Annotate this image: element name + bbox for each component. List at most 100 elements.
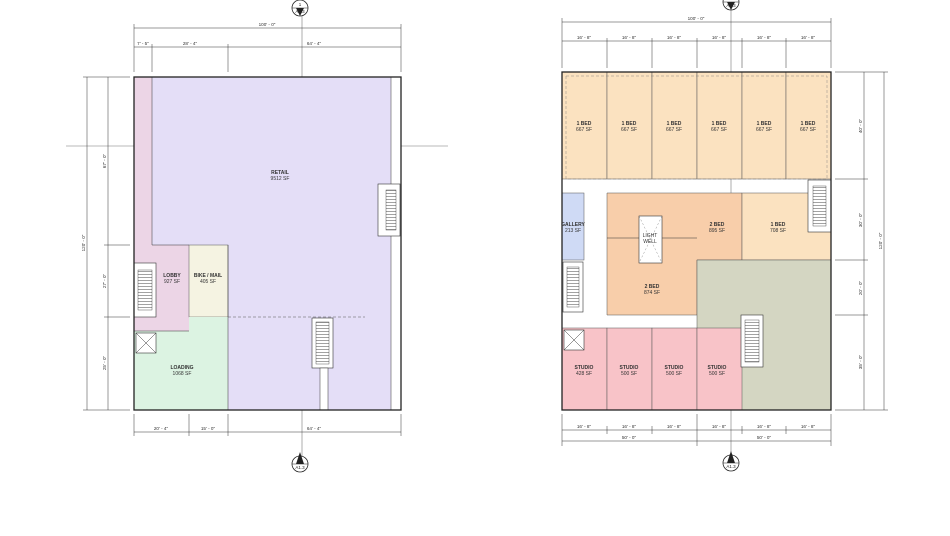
unit-2bed-a-area: 895 SF: [709, 228, 725, 234]
gallery-area: 213 SF: [565, 228, 581, 234]
unit-studio-4: [696, 327, 743, 411]
studio-1-area: 428 SF: [576, 371, 592, 377]
unit-2bed-b-label: 2 BED: [645, 284, 660, 290]
unit-studio-3: [651, 327, 698, 411]
dim-overall-left: 120' - 0": [81, 234, 86, 251]
dim-left-3: 25' - 0": [102, 356, 107, 371]
upper-floor-exterior-wall: [561, 71, 832, 411]
unit-1bed-3-area: 667 SF: [666, 127, 682, 133]
light-well-label-1: LIGHT: [643, 233, 658, 239]
dim-right-1: 40' - 0": [858, 119, 863, 134]
bike-mail-label: BIKE / MAIL: [194, 273, 222, 279]
dim-top-5: 16' - 8": [757, 35, 772, 40]
dim-bottom-3: 64' - 4": [307, 426, 322, 431]
dims-top: 100' - 0" 16' - 8" 16' - 8" 16' - 8" 16'…: [561, 16, 832, 68]
lobby-area: 927 SF: [164, 279, 180, 285]
dims-bottom: 20' - 4" 15' - 0" 64' - 4": [133, 414, 402, 436]
unit-1bed-5-label: 1 BED: [757, 121, 772, 127]
dim-overall-top: 100' - 0": [688, 16, 705, 21]
dim-top-2: 16' - 8": [622, 35, 637, 40]
ground-floor-plan: RETAIL 9512 SF LOBBY 927 SF BIKE / MAIL …: [66, 0, 448, 473]
elevator-x: [563, 329, 585, 351]
section-sheet: A1.3: [726, 464, 736, 469]
studio-3-label: STUDIO: [665, 365, 684, 371]
unit-1bed-1-label: 1 BED: [577, 121, 592, 127]
dim-bottom-4: 16' - 8": [712, 424, 727, 429]
dim-top-6: 16' - 8": [801, 35, 816, 40]
dim-top-3: 64' - 4": [307, 41, 322, 46]
unit-1bed-3-label: 1 BED: [667, 121, 682, 127]
dim-bottom-2: 16' - 8": [622, 424, 637, 429]
gallery-label: GALLERY: [561, 222, 585, 228]
section-marker-top: A1.3 1: [722, 0, 740, 11]
east-strip: [390, 76, 402, 411]
dim-left-1: 67' - 0": [102, 154, 107, 169]
dim-left-2: 27' - 0": [102, 274, 107, 289]
light-well-label-2: WELL: [643, 239, 657, 245]
dim-bottom-half-1: 50' - 0": [622, 435, 637, 440]
section-sheet: A1.3: [295, 9, 305, 14]
section-number: 1: [730, 457, 733, 462]
unit-1bed-4: [696, 71, 743, 180]
ground-floor-exterior-wall: [133, 76, 402, 411]
dim-bottom-1: 16' - 8": [577, 424, 592, 429]
dim-right-3: 20' - 0": [858, 281, 863, 296]
unit-2bed-a-label: 2 BED: [710, 222, 725, 228]
dim-bottom-half-2: 50' - 0": [757, 435, 772, 440]
section-number: 1: [730, 0, 733, 1]
studio-4-label: STUDIO: [708, 365, 727, 371]
loading-area: 1068 SF: [173, 371, 192, 377]
section-sheet: A1.3: [295, 465, 305, 470]
unit-1bed-4-area: 667 SF: [711, 127, 727, 133]
dims-right: 40' - 0" 30' - 0" 20' - 0" 35' - 0" 120'…: [835, 71, 888, 411]
studio-3-area: 500 SF: [666, 371, 682, 377]
dim-right-2: 30' - 0": [858, 213, 863, 228]
dim-bottom-1: 20' - 4": [154, 426, 169, 431]
unit-1bed-6-area: 667 SF: [800, 127, 816, 133]
light-well-x: [638, 215, 663, 264]
unit-1bed-1: [561, 71, 608, 180]
bike-mail-area: 405 SF: [200, 279, 216, 285]
dim-top-2: 28' - 4": [183, 41, 198, 46]
stair-treads: [812, 185, 827, 227]
unit-1bed-6-label: 1 BED: [801, 121, 816, 127]
unit-1bed-b-label: 1 BED: [771, 222, 786, 228]
stair-treads: [385, 189, 397, 231]
retail-label: RETAIL: [271, 170, 289, 176]
dim-bottom-6: 16' - 8": [801, 424, 816, 429]
unit-1bed-2-area: 667 SF: [621, 127, 637, 133]
stair-treads: [315, 321, 330, 365]
studio-2-area: 500 SF: [621, 371, 637, 377]
dim-bottom-3: 16' - 8": [667, 424, 682, 429]
unit-studio-2: [606, 327, 653, 411]
room-loading: [134, 317, 228, 410]
dim-top-4: 16' - 8": [712, 35, 727, 40]
dim-top-1: 7' - 5": [137, 41, 149, 46]
dim-bottom-2: 15' - 0": [201, 426, 216, 431]
retail-area: 9512 SF: [271, 176, 290, 182]
lobby-label: LOBBY: [163, 273, 181, 279]
dims-bottom: 16' - 8" 16' - 8" 16' - 8" 16' - 8" 16' …: [561, 414, 832, 446]
unit-1bed-5: [741, 71, 787, 180]
upper-floor-plan: 1 BED 667 SF 1 BED 667 SF 1 BED 667 SF 1…: [561, 0, 888, 472]
section-number: 1: [299, 458, 302, 463]
light-well-x: [638, 215, 663, 264]
balcony-line: [565, 75, 828, 180]
dims-top: 100' - 0" 7' - 5" 28' - 4" 64' - 4": [133, 22, 402, 72]
unit-1bed-6: [785, 71, 832, 180]
studio-2-label: STUDIO: [620, 365, 639, 371]
unit-1bed-3: [651, 71, 698, 180]
section-marker-bottom: 1 A1.3: [291, 452, 309, 473]
dim-bottom-5: 16' - 8": [757, 424, 772, 429]
unit-1bed-5-area: 667 SF: [756, 127, 772, 133]
studio-1-label: STUDIO: [575, 365, 594, 371]
section-sheet: A1.3: [726, 3, 736, 8]
unit-1bed-2-label: 1 BED: [622, 121, 637, 127]
stair-treads: [137, 269, 153, 311]
dim-top-3: 16' - 8": [667, 35, 682, 40]
studio-4-area: 500 SF: [709, 371, 725, 377]
section-number: 1: [299, 2, 302, 7]
dim-right-4: 35' - 0": [858, 355, 863, 370]
loading-label: LOADING: [170, 365, 193, 371]
dims-left: 120' - 0" 67' - 0" 27' - 0" 25' - 0": [81, 76, 130, 411]
